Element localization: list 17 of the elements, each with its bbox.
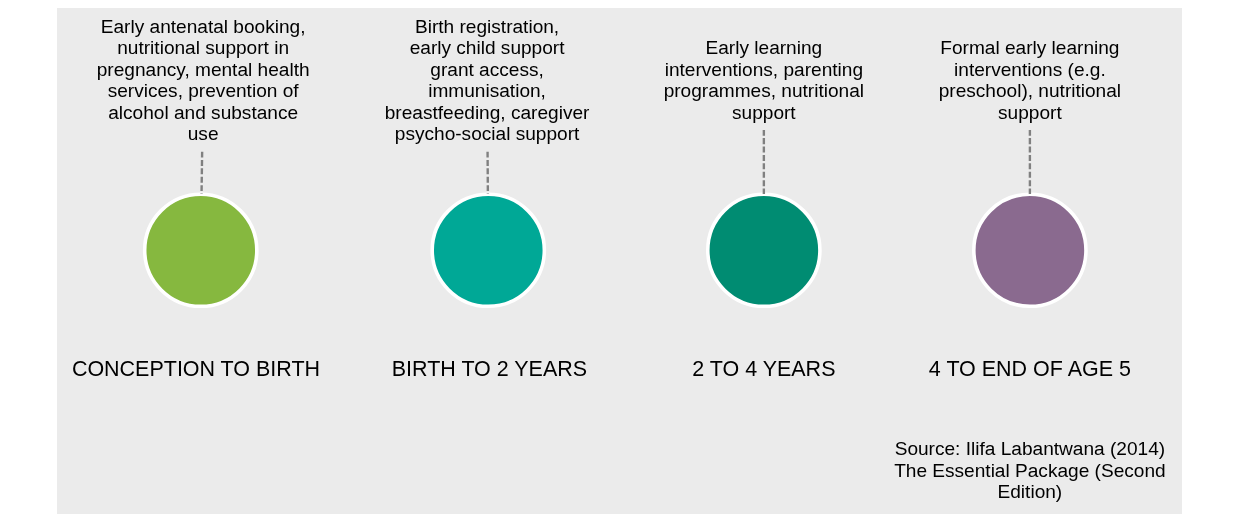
connector: [1028, 129, 1032, 194]
label: Source: Ilifa Labantwana (2014) The Essential Package (Second Edition): [894, 438, 1166, 503]
node-text: Birth registration, early child support grant access, immunisation, breastfeeding, caregiver psycho-social support: [384, 15, 590, 145]
node-circle: [972, 192, 1088, 309]
node-circle: [706, 192, 822, 309]
node-text: Formal early learning interventions (e.g. preschool), nutritional support: [938, 37, 1122, 123]
node-label: 2 TO 4 YEARS: [692, 357, 836, 382]
node-text: Early learning interventions, parenting programmes, nutritional support: [663, 37, 865, 123]
node-circle: [142, 192, 259, 309]
node-label: CONCEPTION TO BIRTH: [71, 357, 321, 382]
node-circle: [430, 192, 547, 309]
node-label: BIRTH TO 2 YEARS: [391, 357, 588, 382]
connector: [486, 151, 490, 194]
node-text: Early antenatal booking, nutritional support in pregnancy, mental health services, prevention of alcohol and substance use: [96, 15, 310, 145]
node-label: 4 TO END OF AGE 5: [928, 357, 1131, 382]
connector: [762, 129, 766, 194]
connector: [200, 151, 204, 194]
